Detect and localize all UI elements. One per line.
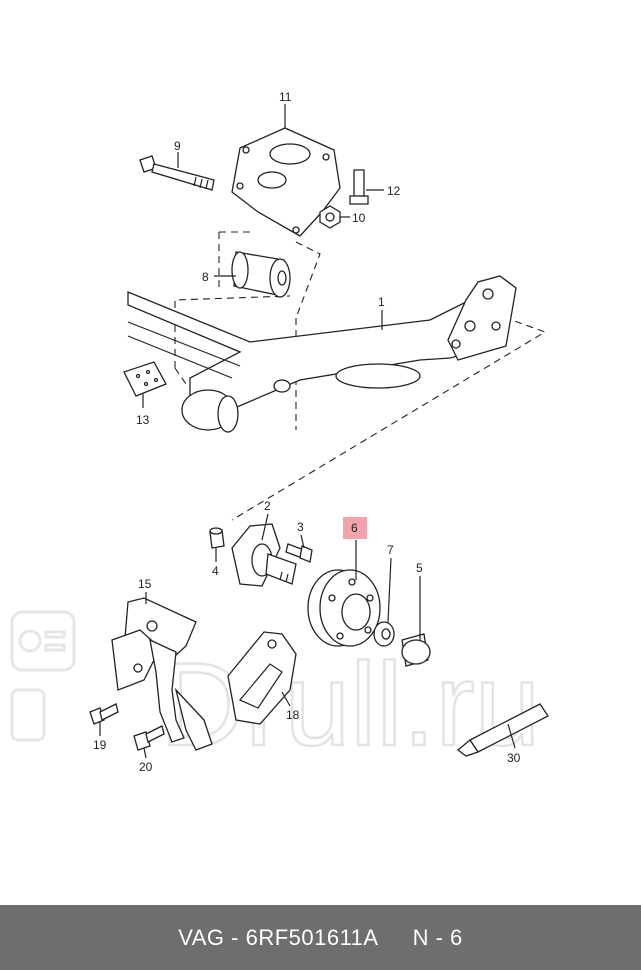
part-6-wheel-hub (307, 569, 381, 647)
part-7-nut (373, 621, 395, 647)
callout-6-highlight (343, 517, 367, 539)
part-10-nut (319, 205, 341, 229)
callout-7: 7 (387, 543, 394, 557)
callout-1: 1 (378, 295, 385, 309)
callout-3: 3 (297, 520, 304, 534)
part-1-axle-beam (127, 275, 517, 433)
callout-19: 19 (93, 738, 107, 752)
callout-18: 18 (286, 708, 300, 722)
parts-diagram: Drull.ru (10, 90, 549, 774)
callout-20: 20 (139, 760, 153, 774)
part-13-pad (123, 361, 167, 397)
part-4-cap (209, 527, 225, 549)
part-2-stub-axle (231, 523, 297, 587)
callout-4: 4 (212, 564, 219, 578)
callout-11: 11 (279, 90, 292, 104)
callout-labels: 11 9 12 10 8 1 13 2 3 6 4 7 5 15 18 19 2… (93, 90, 521, 774)
footer-bar: VAG - 6RF501611A N - 6 (0, 905, 641, 970)
footer-position: N - 6 (412, 924, 463, 950)
leader-lines (99, 104, 516, 759)
callout-6: 6 (351, 521, 358, 535)
callout-13: 13 (136, 413, 150, 427)
part-11-bracket (231, 127, 341, 237)
part-8-bushing (231, 251, 291, 298)
callout-2: 2 (264, 499, 271, 513)
callout-8: 8 (202, 270, 209, 284)
part-20-bolt (133, 725, 165, 751)
callout-12: 12 (387, 184, 401, 198)
part-19-bolt (89, 703, 119, 725)
part-12-bolt (349, 169, 369, 205)
callout-10: 10 (352, 211, 366, 225)
callout-9: 9 (174, 139, 181, 153)
part-9-bolt (139, 155, 215, 191)
part-18-brace (227, 631, 297, 725)
footer-part-number: VAG - 6RF501611A (178, 924, 379, 950)
callout-5: 5 (416, 561, 423, 575)
part-3-bolt (285, 543, 313, 563)
part-15-pedal-bracket (111, 597, 213, 751)
part-5-dust-cap (401, 633, 431, 667)
callout-30: 30 (507, 751, 521, 765)
watermark-text: Drull.ru (160, 639, 540, 771)
callout-15: 15 (138, 577, 152, 591)
